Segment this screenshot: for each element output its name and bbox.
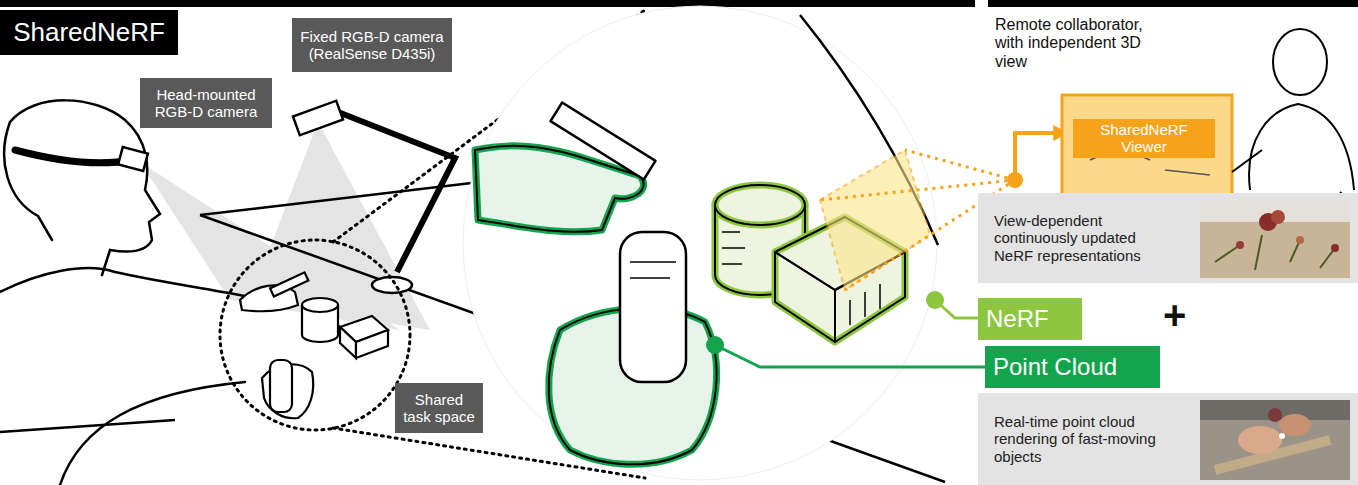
small-objects-part (340, 327, 356, 358)
top-bar-part (988, 0, 1358, 7)
person-sketch (0, 100, 255, 485)
person-sketch-part (10, 100, 160, 275)
top-bar (0, 0, 1358, 7)
area-label: Shared task space (395, 383, 483, 433)
camera-label: Fixed RGB-D camera (RealSense D435i) (292, 18, 452, 72)
person-sketch-part (15, 150, 132, 163)
zoom-circle-part (463, 6, 937, 480)
fixed-camera-arm (293, 101, 455, 293)
zoom-hand-cup-part (620, 232, 686, 382)
zoom-circle (463, 6, 938, 480)
remote-person-sketch-part (1232, 150, 1262, 172)
person-sketch-part (4, 122, 52, 240)
node-text: Point Cloud (993, 353, 1117, 381)
leader-line-part (935, 300, 978, 318)
zoom-cylinder-part (722, 232, 745, 264)
plus-sign: + (1163, 292, 1203, 338)
head-camera (118, 147, 148, 171)
remote-person-sketch (1045, 29, 1358, 218)
zoom-cylinder-part (715, 185, 805, 225)
node-text: Real-time point cloud rendering of fast-… (994, 413, 1179, 465)
viewer-label: SharedNeRF Viewer (1073, 119, 1215, 158)
remote-person-sketch-part (1273, 29, 1327, 95)
zoom-cylinder-part (715, 185, 805, 225)
virtual-camera-frustum-part (820, 150, 930, 290)
method-tag: Point Cloud (985, 346, 1160, 388)
camera-label: Head-mounted RGB-D camera (140, 78, 272, 128)
zoom-hand-cup (549, 232, 717, 464)
method-tag: NeRF (978, 298, 1082, 340)
small-objects-part (302, 298, 338, 312)
fixed-camera-arm-part (338, 112, 455, 272)
zoom-hand-pen (475, 103, 655, 232)
leader-line-part (706, 336, 724, 354)
view-arrow-part (1015, 133, 1066, 180)
node-text: Fixed RGB-D camera (RealSense D435i) (298, 28, 446, 63)
remote-person-sketch-part (1062, 95, 1232, 195)
small-objects-part (270, 272, 308, 296)
fixed-camera-arm-part (293, 101, 343, 136)
annotation-text: Remote collaborator, with independent 3D… (995, 16, 1165, 71)
figure-title: SharedNeRF (0, 10, 178, 55)
fixed-camera-arm-part (372, 277, 412, 293)
small-objects (240, 272, 388, 418)
description-panel: Real-time point cloud rendering of fast-… (978, 393, 1358, 485)
table-sketch-part (0, 420, 175, 432)
node-text: Head-mounted RGB-D camera (146, 86, 266, 121)
node-text: SharedNeRF Viewer (1079, 121, 1209, 156)
view-arrow (1015, 133, 1066, 180)
small-objects-part (270, 360, 292, 412)
zoom-box-part (850, 284, 880, 325)
camera-light-cone (140, 122, 430, 330)
node-text: NeRF (986, 305, 1049, 333)
remote-person-sketch-part (1249, 104, 1354, 190)
leader-line-part (926, 291, 944, 309)
description-panel: View-dependent continuously updated NeRF… (978, 193, 1358, 283)
head-camera-part (118, 147, 148, 171)
zoom-box-part (775, 252, 835, 342)
node-text: Shared task space (401, 391, 477, 426)
zoom-hand-cup-part (630, 262, 676, 278)
zoom-indicator-part (220, 240, 410, 430)
leader-line-part (715, 345, 985, 367)
node-text: View-dependent continuously updated NeRF… (994, 212, 1179, 264)
zoom-hand-pen-part (551, 103, 656, 180)
person-sketch-part (0, 268, 255, 298)
small-objects-part (356, 330, 388, 358)
person-sketch-part (60, 382, 245, 485)
leader-line (706, 291, 985, 367)
top-bar-part (0, 0, 975, 7)
